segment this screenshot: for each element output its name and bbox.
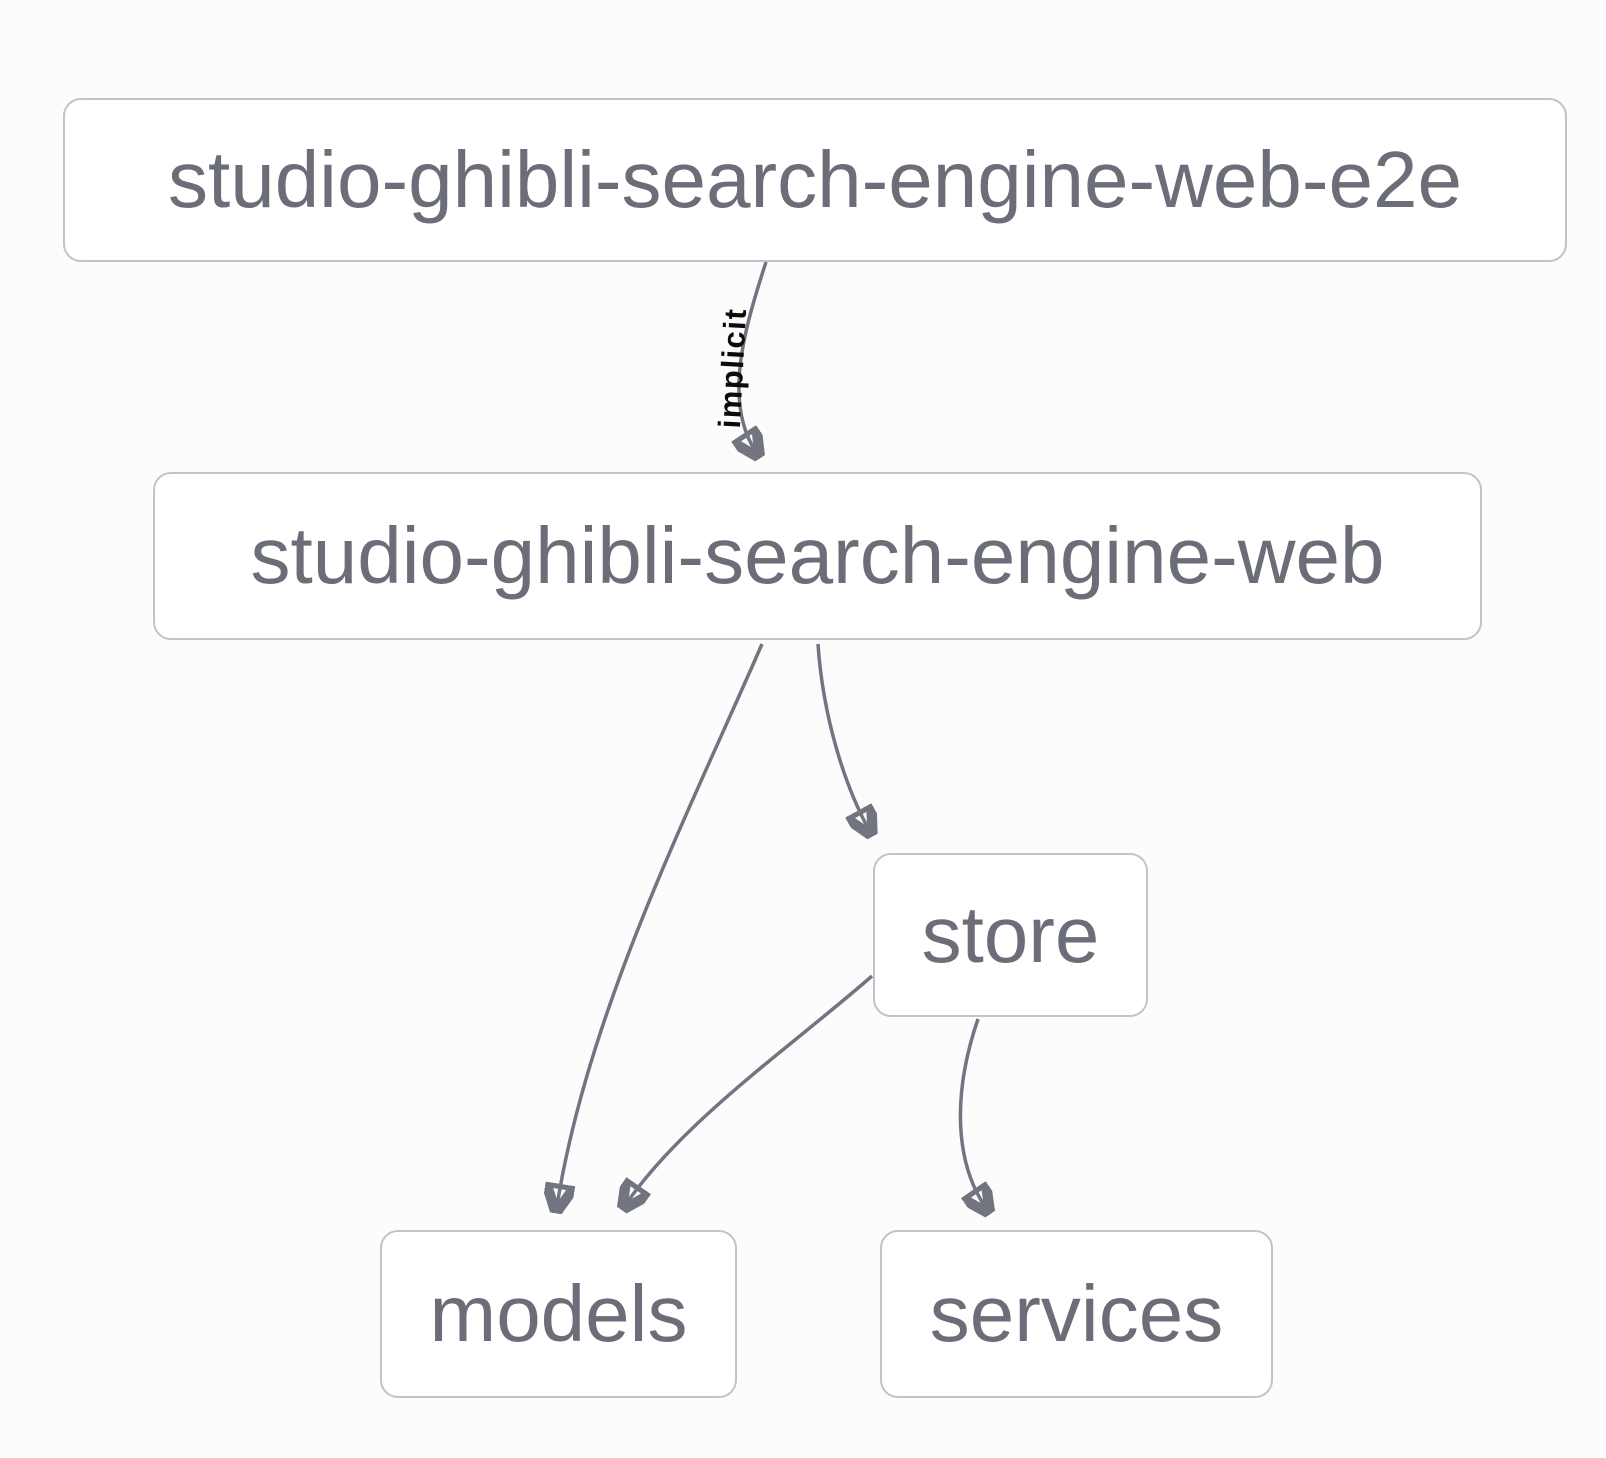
node-label: store: [921, 890, 1100, 979]
node-label: services: [929, 1269, 1224, 1358]
node-store[interactable]: store: [873, 853, 1148, 1017]
edge-store-to-models: [626, 974, 874, 1204]
node-studio-ghibli-search-engine-web-e2e[interactable]: studio-ghibli-search-engine-web-e2e: [63, 98, 1567, 262]
node-label: studio-ghibli-search-engine-web-e2e: [167, 135, 1463, 224]
edge-web-to-models: [557, 643, 764, 1206]
edge-label-implicit: implicit: [711, 306, 754, 430]
node-label: studio-ghibli-search-engine-web: [250, 511, 1385, 600]
node-services[interactable]: services: [880, 1230, 1273, 1398]
edge-web-to-store: [816, 643, 869, 830]
node-label: models: [429, 1269, 688, 1358]
edge-store-to-services: [958, 1018, 986, 1208]
node-models[interactable]: models: [380, 1230, 737, 1398]
node-studio-ghibli-search-engine-web[interactable]: studio-ghibli-search-engine-web: [153, 472, 1482, 640]
